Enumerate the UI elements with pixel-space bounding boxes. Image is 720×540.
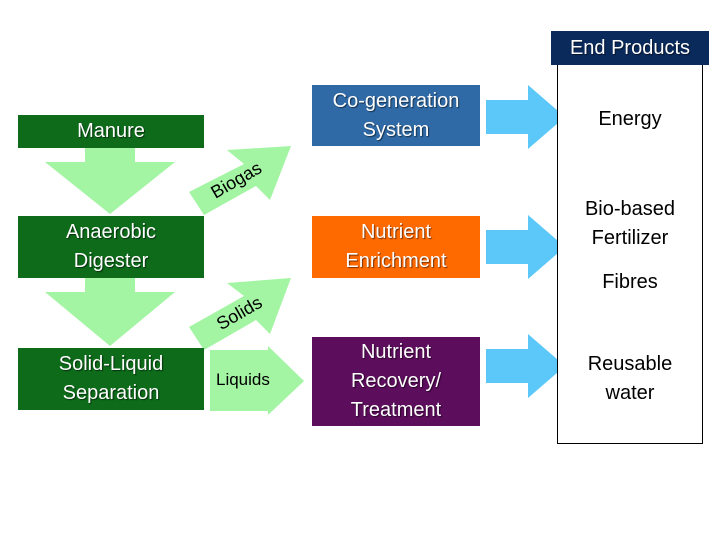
nutrient-enrichment-box: Nutrient Enrichment <box>312 216 480 278</box>
right-arrow-liquids <box>210 346 304 415</box>
right-arrow-fertilizer <box>486 215 565 279</box>
right-arrow-water <box>486 334 565 398</box>
end-products-header: End Products <box>551 31 709 65</box>
fibres-product: Fibres <box>602 271 658 293</box>
nutrient-recovery-treatment-box: Nutrient Recovery/ Treatment <box>312 337 480 426</box>
right-arrow-energy <box>486 85 565 149</box>
energy-product: Energy <box>598 108 662 130</box>
down-arrow-manure-digester <box>45 148 175 214</box>
down-arrow-digester-separation <box>45 278 175 346</box>
liquids-label: Liquids <box>216 370 270 389</box>
anaerobic-digester-box: Anaerobic Digester <box>18 216 204 278</box>
solid-liquid-separation-box: Solid-Liquid Separation <box>18 348 204 410</box>
reusable-water-product: Reusable water <box>587 353 673 404</box>
cogeneration-system-box: Co-generation System <box>312 85 480 146</box>
diagonal-arrow-solids <box>189 278 291 350</box>
manure-box: Manure <box>18 115 204 148</box>
bio-based-fertilizer-product: Bio-based Fertilizer <box>584 198 676 249</box>
diagonal-arrow-biogas <box>189 146 291 215</box>
